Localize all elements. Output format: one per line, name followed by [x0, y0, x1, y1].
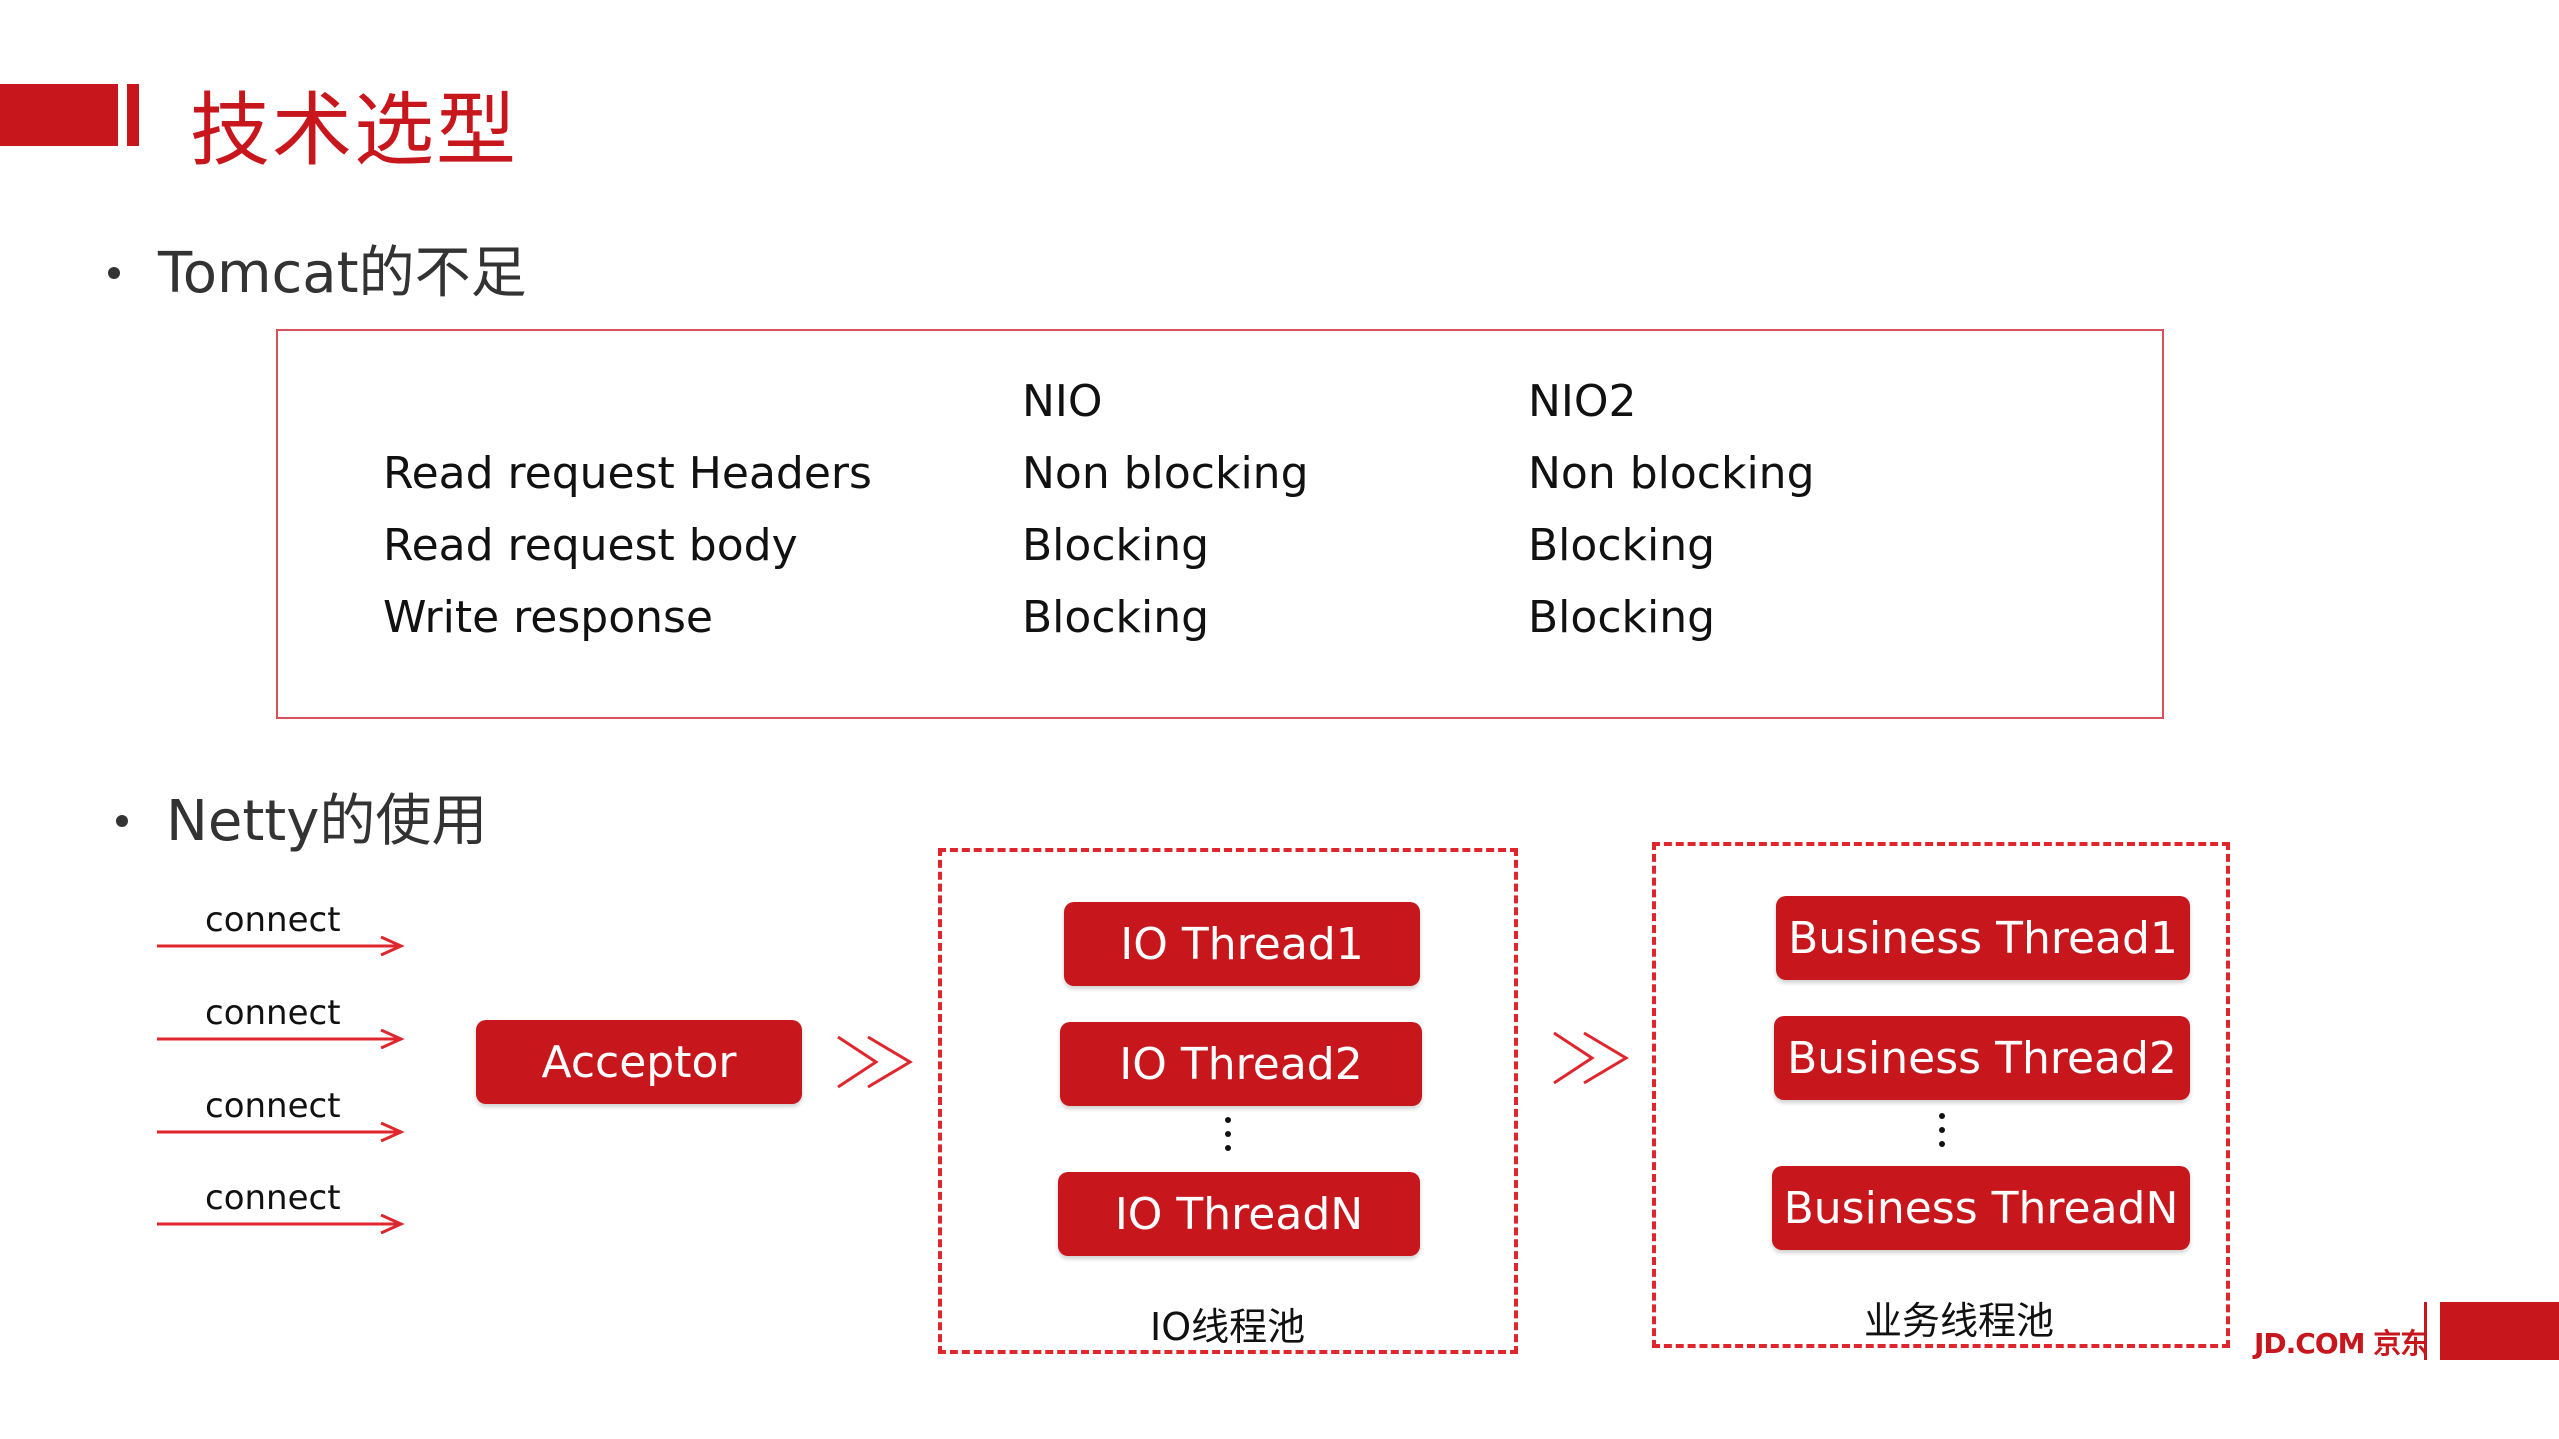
table-cell: Blocking	[1528, 592, 1716, 643]
business-thread-node: Business ThreadN	[1772, 1166, 2190, 1250]
connect-label: connect	[205, 993, 341, 1033]
connect-label: connect	[205, 1086, 341, 1126]
table-cell: Non blocking	[1528, 448, 1815, 499]
table-cell: Non blocking	[1022, 448, 1309, 499]
comparison-table-box	[276, 329, 2164, 719]
table-cell: Blocking	[1528, 520, 1716, 571]
connect-arrow-2: connect	[155, 993, 407, 1053]
right-arrow-icon	[157, 936, 405, 956]
double-chevron-right-icon	[1553, 1031, 1629, 1085]
section-tomcat-label: Tomcat的不足	[158, 241, 527, 306]
section-netty-label: Netty的使用	[166, 789, 488, 854]
io-thread-node: IO Thread1	[1064, 902, 1420, 986]
table-header-nio: NIO	[1022, 376, 1103, 427]
footer-divider	[2424, 1302, 2427, 1360]
right-arrow-icon	[157, 1029, 405, 1049]
section-netty: Netty的使用	[116, 776, 487, 857]
table-cell: Blocking	[1022, 520, 1210, 571]
ellipsis-icon	[1932, 1110, 1952, 1154]
business-thread-node: Business Thread2	[1774, 1016, 2190, 1100]
connect-label: connect	[205, 1178, 341, 1218]
io-pool-label: IO线程池	[1150, 1305, 1306, 1349]
connect-label: connect	[205, 900, 341, 940]
footer-accent-bar	[2440, 1302, 2559, 1360]
bullet-icon	[116, 814, 128, 827]
table-row-label: Read request Headers	[383, 448, 872, 499]
table-header-nio2: NIO2	[1528, 376, 1637, 427]
title-accent-stripe	[127, 84, 139, 146]
acceptor-node: Acceptor	[476, 1020, 802, 1104]
io-thread-node: IO ThreadN	[1058, 1172, 1420, 1256]
title-accent-bar	[0, 84, 118, 146]
section-tomcat: Tomcat的不足	[108, 228, 527, 309]
table-cell: Blocking	[1022, 592, 1210, 643]
ellipsis-icon	[1218, 1114, 1238, 1158]
bullet-icon	[108, 266, 120, 279]
connect-arrow-4: connect	[155, 1178, 407, 1238]
table-row-label: Read request body	[383, 520, 798, 571]
connect-arrow-3: connect	[155, 1086, 407, 1146]
business-pool-label: 业务线程池	[1864, 1299, 2055, 1343]
page-title: 技术选型	[190, 84, 518, 177]
jd-logo: JD.COM 京东	[2254, 1327, 2428, 1360]
table-row-label: Write response	[383, 592, 713, 643]
business-thread-node: Business Thread1	[1776, 896, 2190, 980]
business-thread-pool	[1652, 842, 2230, 1348]
right-arrow-icon	[157, 1214, 405, 1234]
io-thread-pool	[938, 848, 1518, 1354]
connect-arrow-1: connect	[155, 900, 407, 960]
double-chevron-right-icon	[837, 1035, 913, 1089]
io-thread-node: IO Thread2	[1060, 1022, 1422, 1106]
right-arrow-icon	[157, 1122, 405, 1142]
